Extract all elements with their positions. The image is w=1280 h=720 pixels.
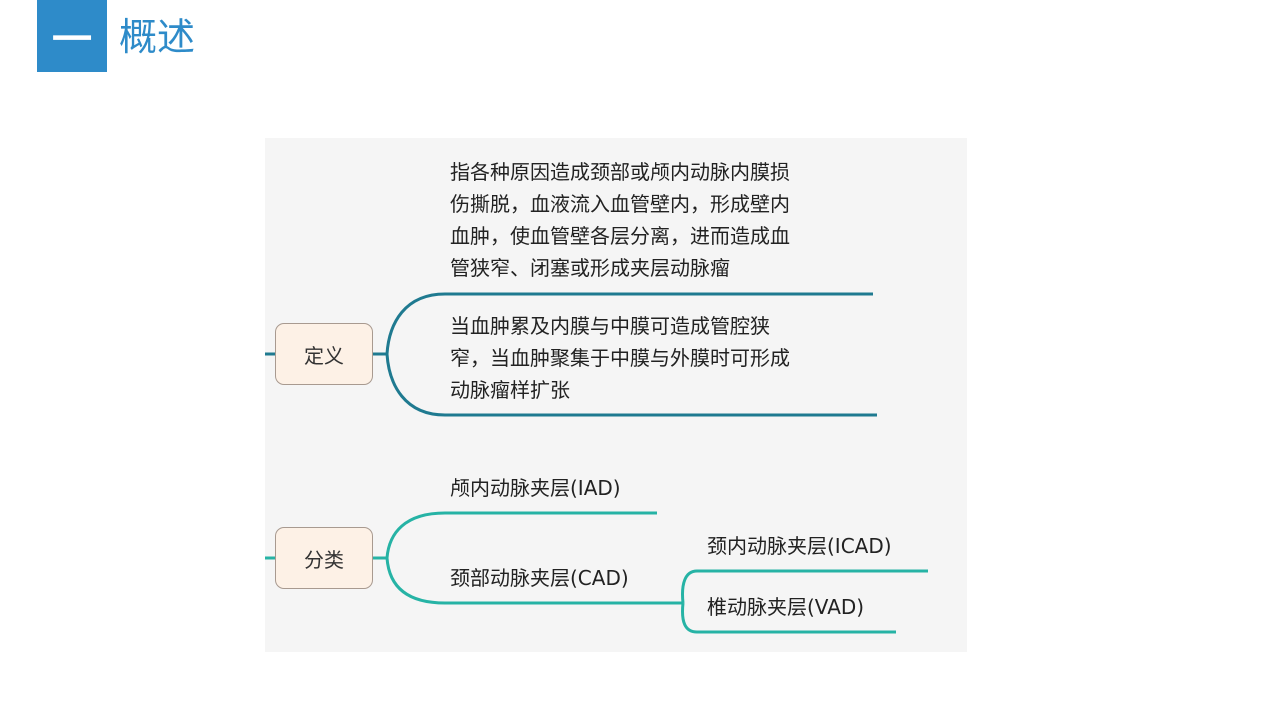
definition-node: 定义 xyxy=(275,323,373,385)
vad-branch xyxy=(681,602,896,634)
definition-text-b-line: 窄，当血肿聚集于中膜与外膜时可形成 xyxy=(450,346,790,370)
definition-text-a-line: 伤撕脱，血液流入血管壁内，形成壁内 xyxy=(450,192,790,216)
definition-lower-branch xyxy=(385,353,877,417)
definition-text-a-line: 管狭窄、闭塞或形成夹层动脉瘤 xyxy=(450,256,730,280)
icad-label: 颈内动脉夹层(ICAD) xyxy=(707,534,892,558)
definition-text-a-line: 血肿，使血管壁各层分离，进而造成血 xyxy=(450,224,790,248)
connector-lines xyxy=(265,292,928,634)
classification-node-label: 分类 xyxy=(304,547,344,572)
icad-branch xyxy=(681,569,928,604)
definition-text-a-line: 指各种原因造成颈部或颅内动脉内膜损 xyxy=(450,160,790,184)
cad-branch xyxy=(385,557,683,605)
definition-text-a: 指各种原因造成颈部或颅内动脉内膜损 伤撕脱，血液流入血管壁内，形成壁内 血肿，使… xyxy=(450,156,790,284)
definition-text-b-line: 当血肿累及内膜与中膜可造成管腔狭 xyxy=(450,314,770,338)
iad-label: 颅内动脉夹层(IAD) xyxy=(450,476,621,500)
definition-text-b: 当血肿累及内膜与中膜可造成管腔狭 窄，当血肿聚集于中膜与外膜时可形成 动脉瘤样扩… xyxy=(450,310,790,406)
section-number-badge: 一 xyxy=(37,0,107,72)
definition-node-label: 定义 xyxy=(304,343,344,368)
classification-node: 分类 xyxy=(275,527,373,589)
mind-map-diagram: 定义 分类 指各种原因造成颈部或颅内动脉内膜损 伤撕脱，血液流入血管壁内，形成壁… xyxy=(265,138,967,652)
iad-branch xyxy=(385,511,657,559)
vad-label: 椎动脉夹层(VAD) xyxy=(707,595,865,619)
definition-text-b-line: 动脉瘤样扩张 xyxy=(450,378,570,402)
cad-label: 颈部动脉夹层(CAD) xyxy=(450,566,629,590)
section-number: 一 xyxy=(52,17,92,63)
page-title: 概述 xyxy=(119,15,196,59)
definition-upper-branch xyxy=(385,292,873,355)
